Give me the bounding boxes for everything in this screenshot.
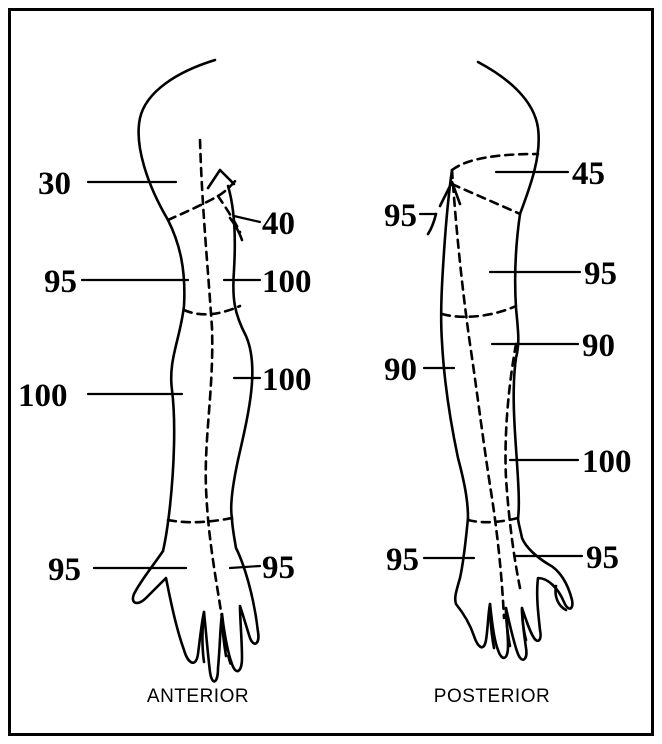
- anterior-forearm-right-value: 100: [262, 362, 312, 398]
- posterior-arm-drawing: [428, 62, 572, 660]
- anterior-upper-right-value: 100: [262, 264, 312, 300]
- anterior-left-contour: [163, 220, 184, 551]
- anterior-shoulder-value: 30: [38, 166, 71, 202]
- anterior-inner-upper-value: 40: [262, 206, 295, 242]
- posterior-forearm-right-value: 90: [582, 328, 615, 364]
- posterior-lower-right-value: 100: [582, 444, 632, 480]
- anterior-region-boundaries: [168, 140, 240, 668]
- posterior-shoulder-boundary: [452, 184, 520, 214]
- posterior-hook: [428, 214, 436, 234]
- posterior-left-contour: [441, 170, 468, 518]
- posterior-upper-right-value: 95: [584, 256, 617, 292]
- anterior-arm-drawing: [133, 60, 258, 681]
- posterior-labels: 45 95 95 90 90 100 95 95: [384, 156, 632, 578]
- anterior-wrist-boundary: [168, 518, 232, 522]
- leader-anterior-inner: [234, 216, 260, 222]
- anterior-hand-right-value: 95: [262, 550, 295, 586]
- posterior-wrist-boundary: [468, 518, 518, 522]
- posterior-region-boundaries: [442, 154, 538, 618]
- posterior-forearm-left-value: 90: [384, 352, 417, 388]
- anterior-upper-left-value: 95: [44, 264, 77, 300]
- anterior-caption: ANTERIOR: [147, 686, 249, 707]
- posterior-hand-left-value: 95: [386, 542, 419, 578]
- posterior-midline: [452, 170, 504, 618]
- posterior-caption: POSTERIOR: [434, 686, 550, 707]
- posterior-hand-right-value: 95: [586, 540, 619, 576]
- diagram-frame: 30 40 95 100 100 100 95 95 45 95 95 90 9…: [8, 8, 654, 736]
- anterior-axilla-boundary: [218, 196, 240, 232]
- posterior-shoulder-top: [452, 154, 538, 170]
- anterior-labels: 30 40 95 100 100 100 95 95: [18, 166, 312, 588]
- anterior-hand-left-value: 95: [48, 552, 81, 588]
- leader-lines: [82, 172, 582, 568]
- posterior-upper-left-value: 95: [384, 198, 417, 234]
- posterior-shoulder-value: 45: [572, 156, 605, 192]
- leader-anterior-hand-right: [230, 566, 260, 568]
- anterior-finger-line: [203, 612, 205, 662]
- anterior-hand-outline: [133, 518, 258, 681]
- anterior-forearm-left-value: 100: [18, 378, 68, 414]
- anterior-midline: [200, 140, 232, 668]
- posterior-right-contour: [514, 214, 520, 518]
- diagram-border: [10, 10, 653, 735]
- posterior-shoulder-outline: [478, 62, 539, 214]
- posterior-elbow-boundary: [442, 306, 516, 317]
- arm-percentage-diagram: 30 40 95 100 100 100 95 95 45 95 95 90 9…: [8, 8, 654, 736]
